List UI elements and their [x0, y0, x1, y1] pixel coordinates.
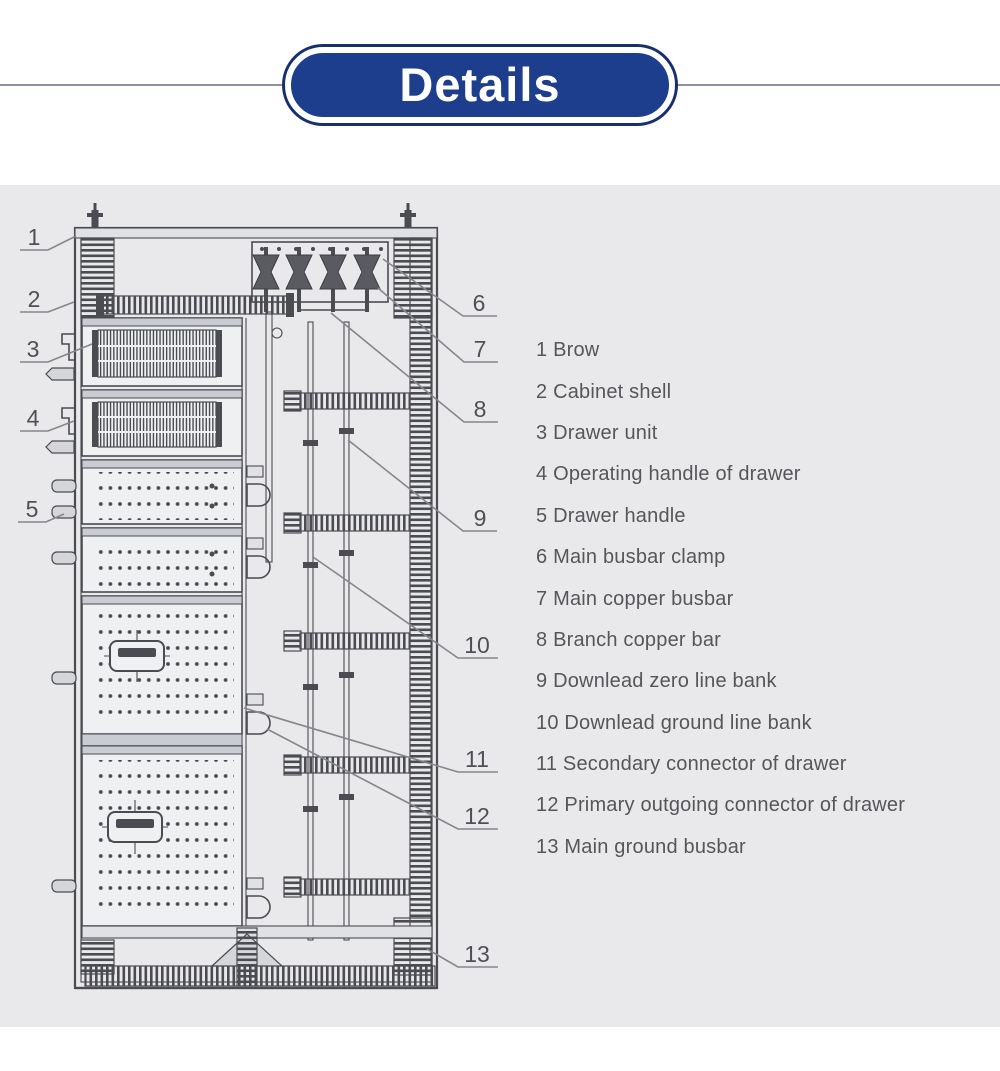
drawer-unit-3 — [51, 459, 271, 525]
callout-label: 6 — [473, 290, 486, 316]
details-banner: Details — [285, 47, 675, 123]
legend-item: 2 Cabinet shell — [536, 380, 672, 403]
legend-item: 4 Operating handle of drawer — [536, 463, 801, 486]
callout-label: 11 — [465, 746, 489, 772]
base-assembly — [75, 927, 437, 990]
drawer-separator — [81, 733, 243, 747]
callout-label: 10 — [464, 632, 490, 658]
drawer-unit-1 — [45, 317, 243, 387]
callout-label: 12 — [464, 803, 490, 829]
legend-item: 11 Secondary connector of drawer — [536, 753, 847, 776]
busbar-clamp — [252, 247, 280, 312]
legend-item: 6 Main busbar clamp — [536, 546, 726, 569]
top-busbar-assembly — [96, 241, 389, 563]
callout-label: 9 — [474, 505, 487, 531]
legend-item: 12 Primary outgoing connector of drawer — [536, 794, 906, 817]
legend-item: 3 Drawer unit — [536, 421, 658, 444]
callout-label: 3 — [27, 336, 40, 362]
callout-label: 5 — [26, 496, 39, 522]
busbar-clamp — [285, 247, 313, 312]
callout-label: 4 — [27, 405, 40, 431]
drawer-unit-2 — [45, 389, 243, 457]
callout-label: 8 — [474, 396, 487, 422]
legend: 1 Brow 2 Cabinet shell 3 Drawer unit 4 O… — [536, 330, 905, 868]
legend-item: 8 Branch copper bar — [536, 628, 722, 651]
banner-title: Details — [399, 57, 561, 111]
callout-leaders — [18, 235, 498, 968]
callout-labels: 1 2 3 4 5 6 7 8 9 10 11 12 13 — [26, 224, 490, 967]
drawer-unit-4 — [51, 527, 271, 593]
cross-rails — [283, 390, 411, 898]
busbar-clamp — [319, 247, 347, 312]
legend-item: 5 Drawer handle — [536, 504, 686, 527]
drawer-unit-6 — [51, 745, 271, 927]
callout-label: 7 — [474, 336, 487, 362]
drawer-unit-5 — [51, 595, 271, 735]
legend-item: 9 Downlead zero line bank — [536, 670, 777, 693]
legend-item: 7 Main copper busbar — [536, 587, 734, 610]
legend-item: 1 Brow — [536, 339, 600, 362]
legend-item: 10 Downlead ground line bank — [536, 711, 812, 734]
callout-label: 2 — [28, 286, 41, 312]
lifting-bolt — [400, 203, 416, 228]
callout-label: 1 — [28, 224, 41, 250]
lifting-bolt — [87, 203, 103, 228]
callout-label: 13 — [464, 941, 490, 967]
legend-item: 13 Main ground busbar — [536, 835, 746, 858]
